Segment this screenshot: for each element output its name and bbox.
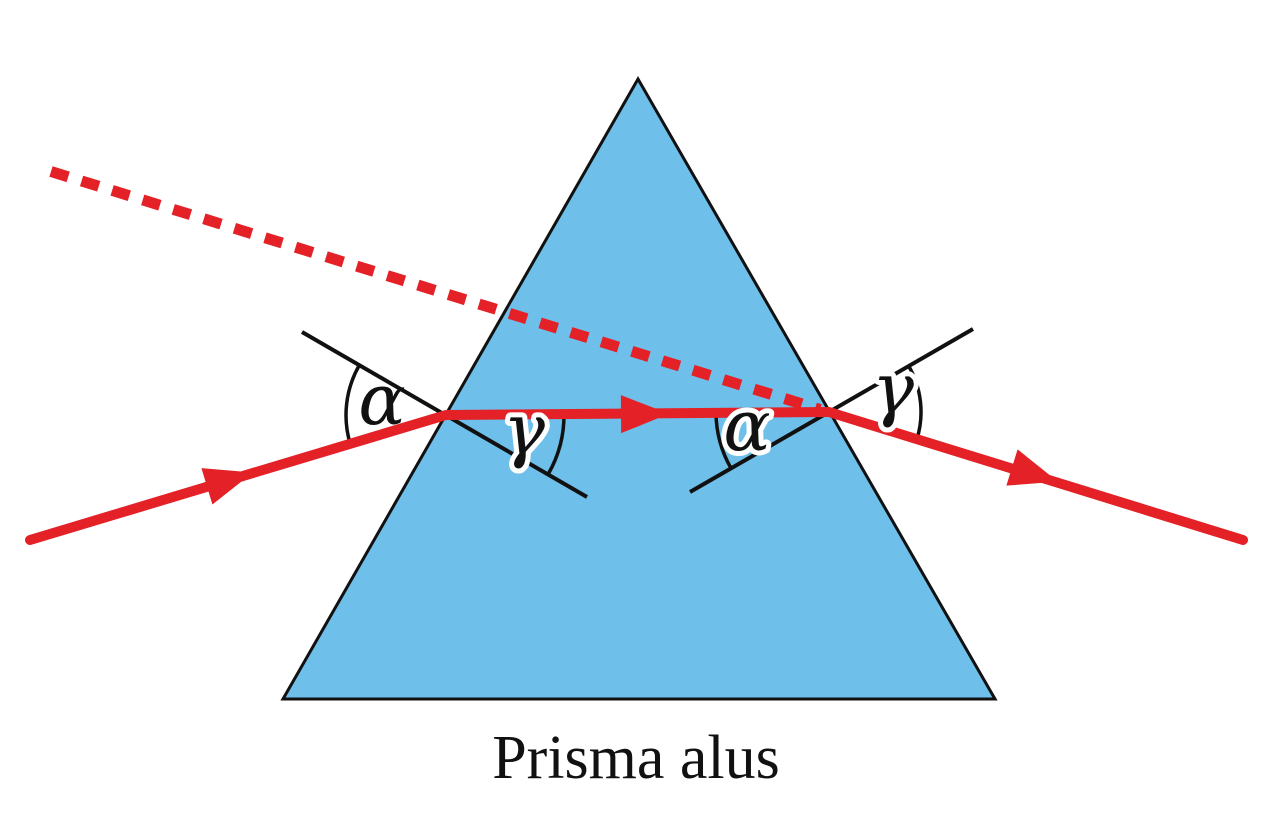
diagram-caption: Prisma alus <box>492 724 780 792</box>
entry-incidence-angle-label: α <box>358 359 405 441</box>
exit-ray-arrowhead-icon <box>1006 449 1058 486</box>
incident-ray-arrowhead-icon <box>201 468 253 505</box>
undeviated-ray-dashed <box>49 166 822 415</box>
prism-triangle <box>280 75 998 701</box>
entry-refraction-angle-label: γ <box>503 389 545 471</box>
exit-internal-angle-label: α <box>723 385 770 467</box>
entry-incidence-angle-arc <box>344 364 361 445</box>
exit-refraction-angle-label: γ <box>872 348 914 430</box>
exit-refraction-angle-arc <box>907 365 923 440</box>
internal-ray-arrowhead-icon <box>620 395 669 434</box>
